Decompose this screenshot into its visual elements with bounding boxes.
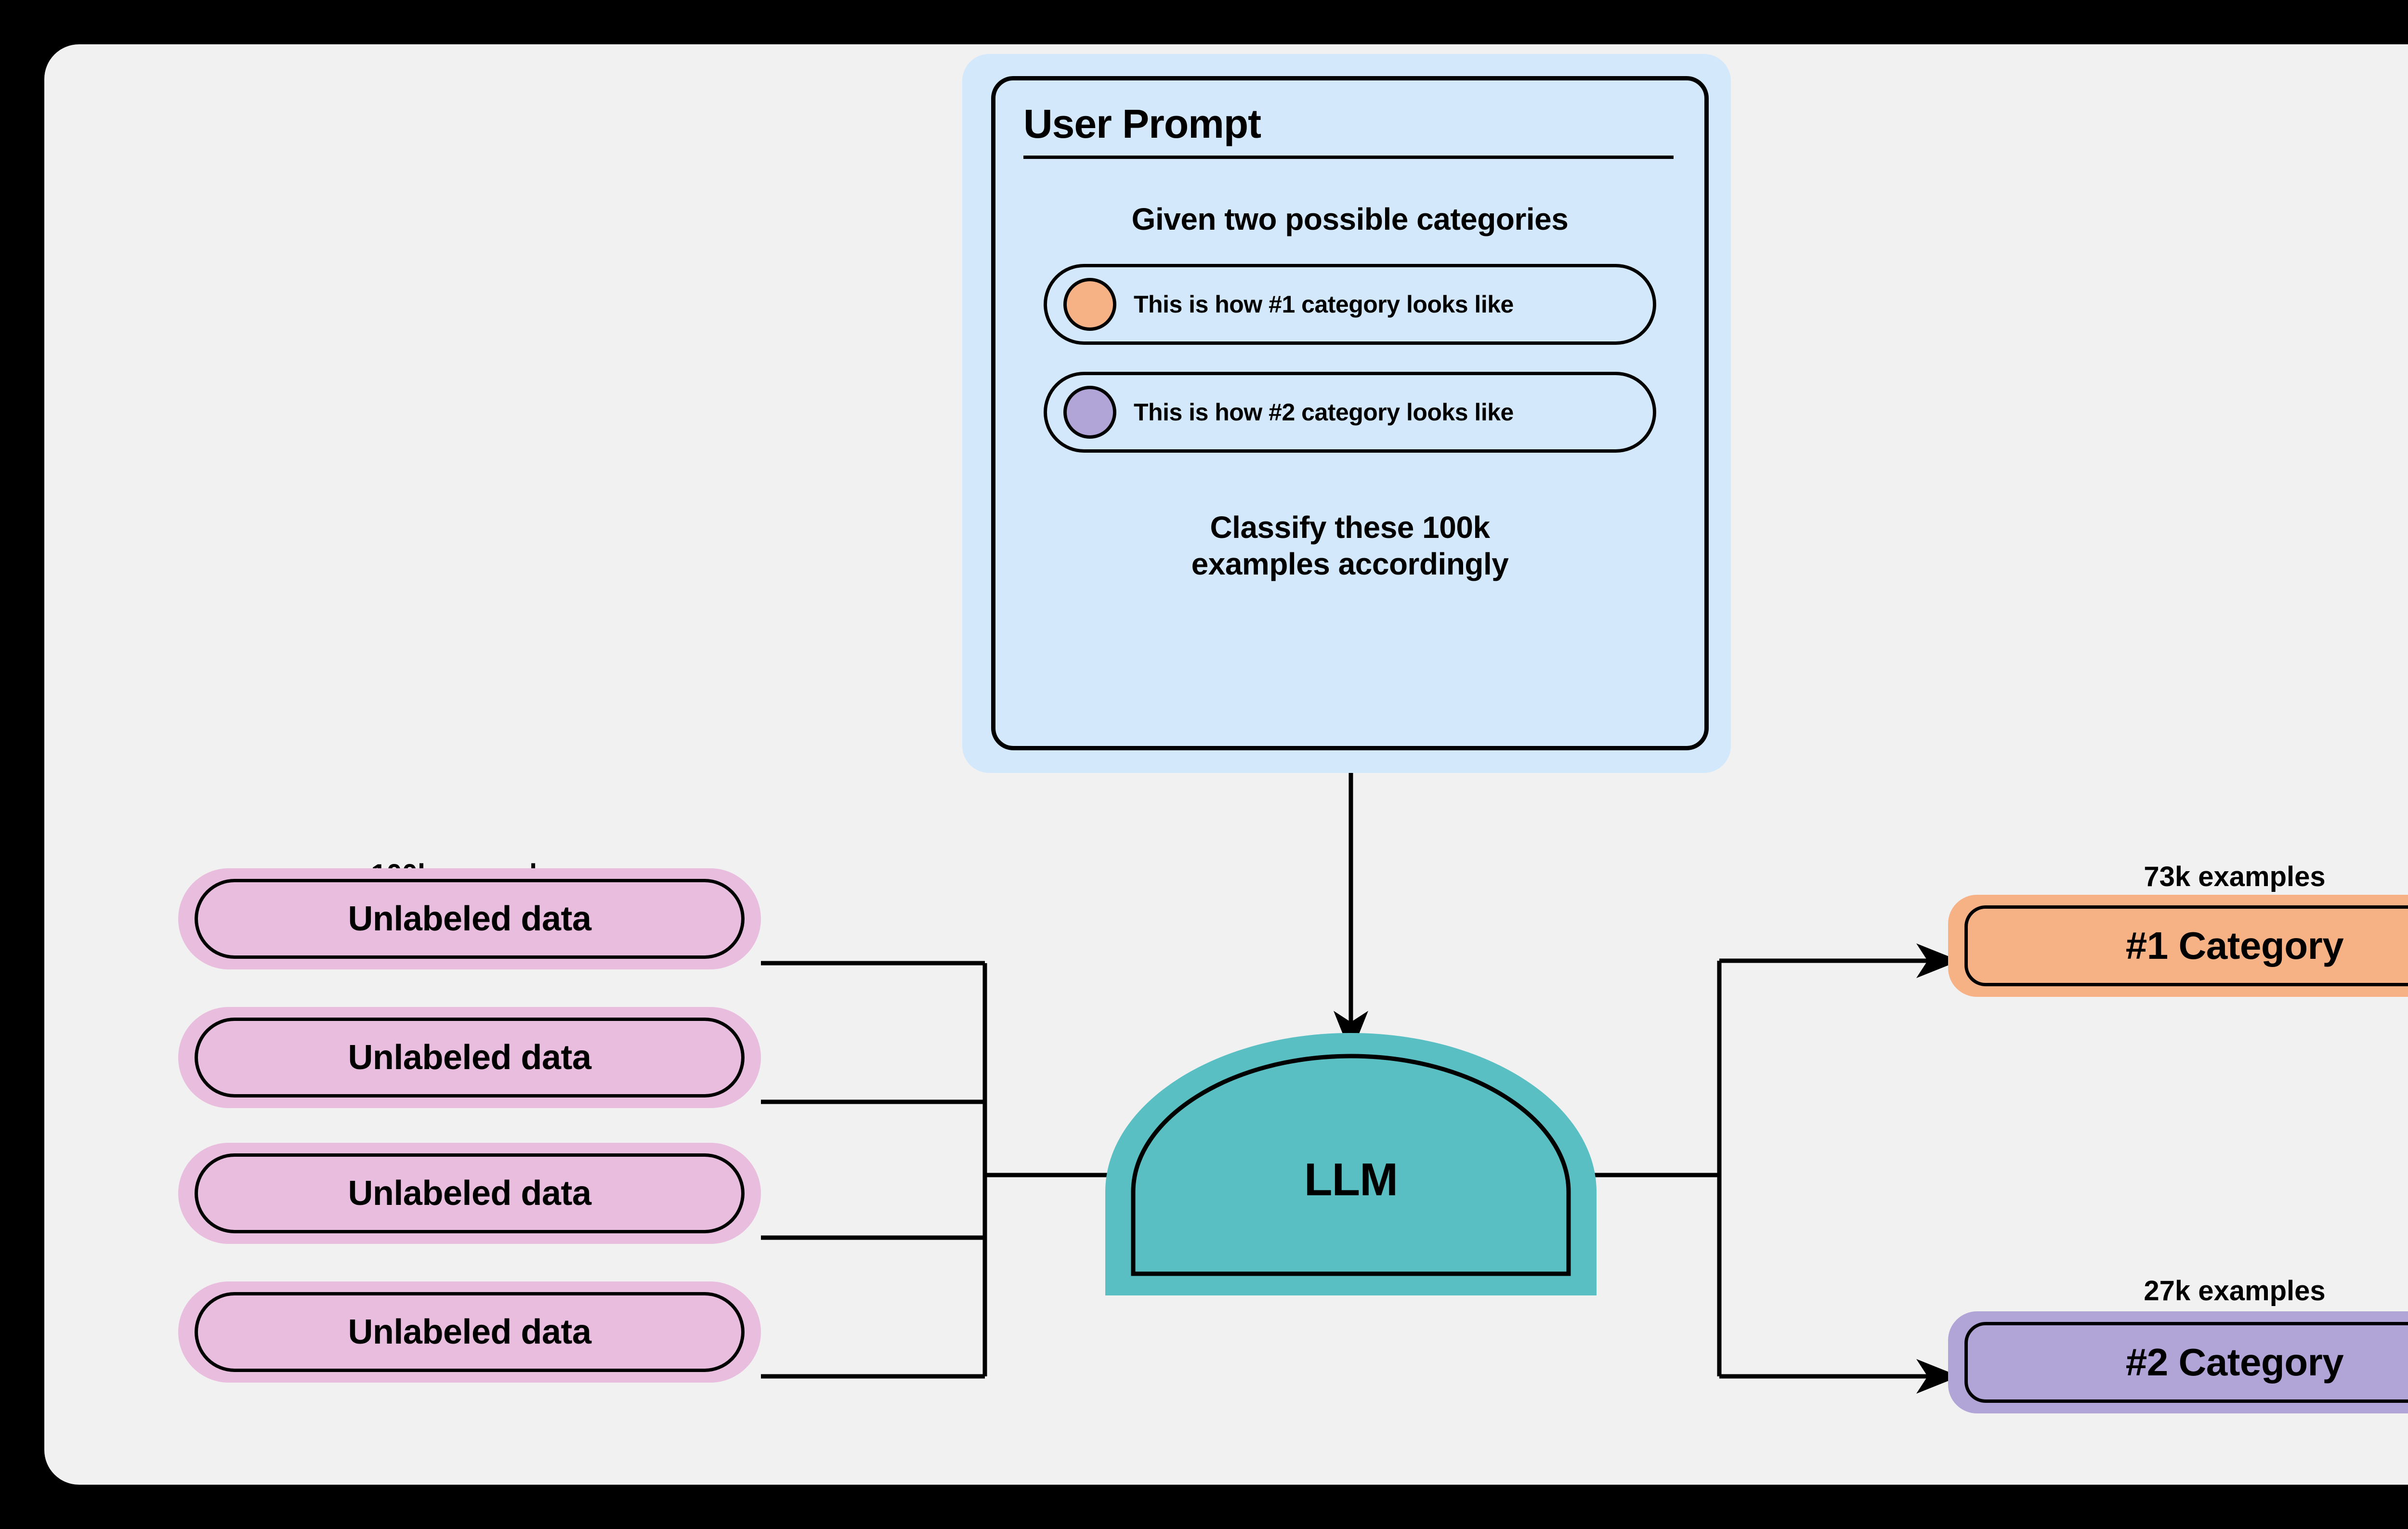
user-prompt-divider [1023,156,1674,159]
unlabeled-data-inner-1: Unlabeled data [195,879,745,959]
category-2-node[interactable]: #2 Category [1948,1311,2408,1413]
category-1-inner: #1 Category [1964,905,2408,986]
unlabeled-data-label-2: Unlabeled data [348,1038,591,1077]
category-2-dot-icon [1063,386,1116,439]
user-prompt-footer-line-1: Classify these 100k [1210,510,1490,545]
unlabeled-data-inner-3: Unlabeled data [195,1153,745,1233]
unlabeled-data-node-4[interactable]: Unlabeled data [178,1281,761,1383]
llm-label: LLM [1304,1154,1398,1205]
unlabeled-data-label-1: Unlabeled data [348,900,591,938]
unlabeled-data-node-2[interactable]: Unlabeled data [178,1007,761,1108]
output-caption-1: 73k examples [2144,861,2326,892]
unlabeled-data-label-4: Unlabeled data [348,1313,591,1351]
category-1-label: #1 Category [2125,924,2344,967]
unlabeled-data-node-1[interactable]: Unlabeled data [178,868,761,969]
user-prompt-card[interactable]: User Prompt Given two possible categorie… [991,76,1709,750]
category-1-dot-icon [1063,278,1116,331]
output-caption-2: 27k examples [2144,1275,2326,1307]
input-connectors [761,961,987,1379]
llm-node[interactable]: LLM [1105,1033,1597,1295]
user-prompt-footer-line-2: examples accordingly [1191,546,1509,581]
user-prompt-footer: Classify these 100k examples accordingly [1023,510,1676,582]
category-2-inner: #2 Category [1964,1322,2408,1403]
unlabeled-data-inner-4: Unlabeled data [195,1292,745,1372]
category-2-label: #2 Category [2125,1341,2344,1384]
category-1-node[interactable]: #1 Category [1948,895,2408,997]
user-prompt-subtitle: Given two possible categories [1131,202,1569,237]
llm-dome-shape [1105,1033,1597,1295]
unlabeled-data-node-3[interactable]: Unlabeled data [178,1143,761,1244]
category-option-2[interactable]: This is how #2 category looks like [1044,372,1656,453]
user-prompt-title: User Prompt [1023,101,1261,146]
diagram-panel: LLM 100k examples Unlabeled data Unlabel… [44,44,2408,1485]
category-option-2-label: This is how #2 category looks like [1134,399,1514,426]
category-option-1[interactable]: This is how #1 category looks like [1044,264,1656,345]
output-connectors [1575,961,1722,1376]
category-option-1-label: This is how #1 category looks like [1134,291,1514,318]
unlabeled-data-label-3: Unlabeled data [348,1174,591,1213]
unlabeled-data-inner-2: Unlabeled data [195,1018,745,1098]
